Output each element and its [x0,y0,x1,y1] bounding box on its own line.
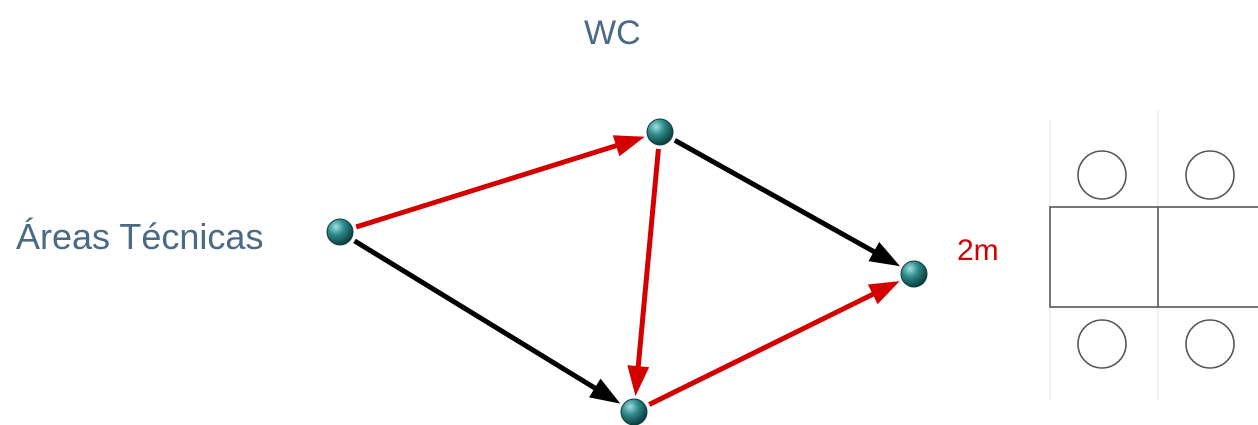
node-left [326,218,354,246]
chair-bottom-left [1077,319,1127,369]
node-top [646,118,674,146]
chair-top-left [1077,150,1127,200]
edge-line [673,138,879,256]
chair-bottom-right [1185,319,1235,369]
edges-group [353,135,901,407]
arrowhead [612,135,645,157]
edge-left-top [355,135,645,230]
areas-tecnicas-label: Áreas Técnicas [16,216,264,257]
edge-bottom-right [648,281,900,407]
chair-top-right [1185,150,1235,200]
edge-left-bottom [353,238,621,404]
edge-line [635,148,661,371]
arrowhead [589,378,621,404]
edge-line [355,142,621,230]
table-shape [1049,206,1258,308]
edge-line [648,290,878,407]
arrowhead [868,241,901,267]
edge-top-right [673,138,901,267]
edge-line [353,238,600,393]
node-right [900,260,928,288]
nodes-group [326,118,928,425]
distance-label: 2m [957,234,999,267]
arrowhead [627,365,650,397]
wc-label: WC [584,14,641,52]
node-bottom [620,398,648,425]
arrowhead [867,281,900,305]
table-chairs-icon [1049,110,1258,400]
edge-top-bottom [627,148,661,397]
